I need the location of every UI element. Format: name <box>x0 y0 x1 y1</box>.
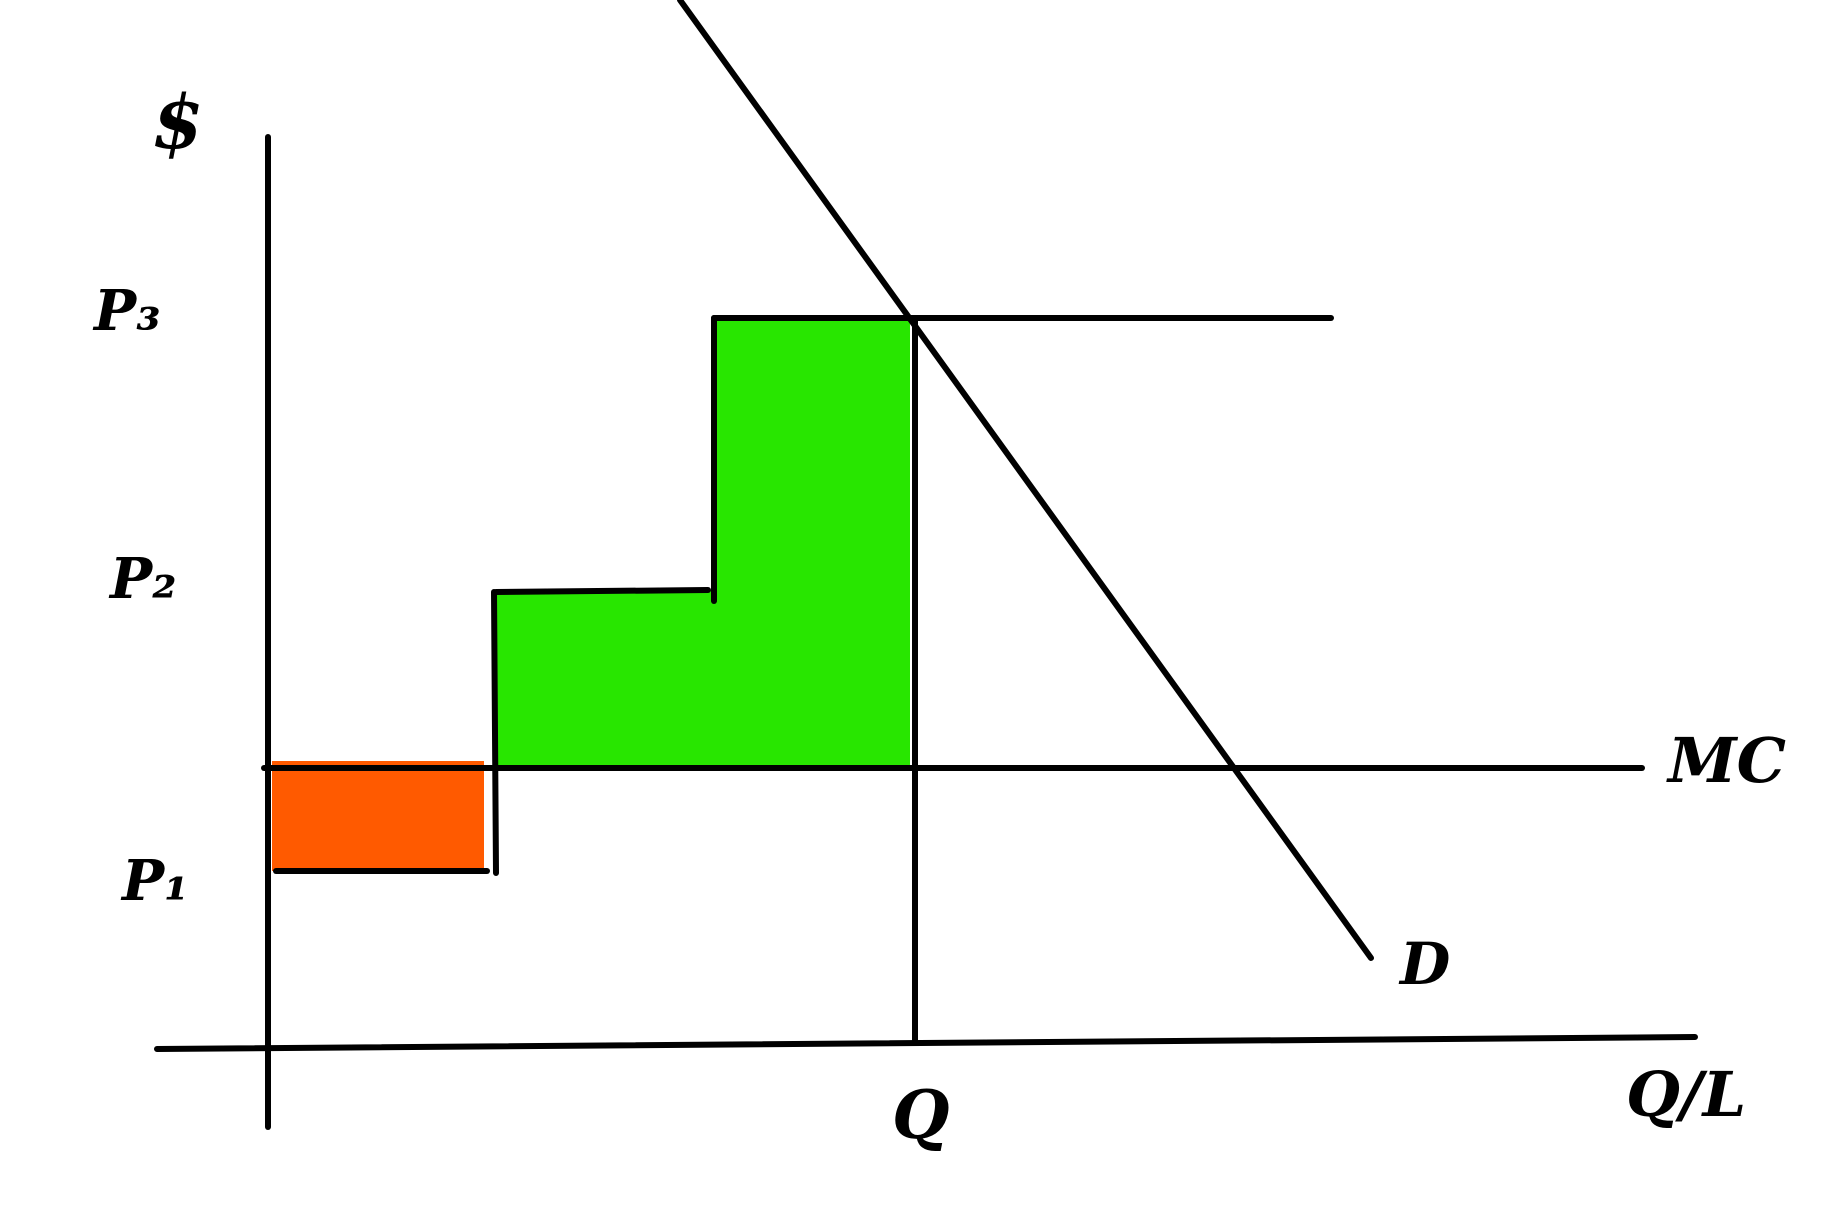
step-riser-1 <box>491 589 499 876</box>
quantity-label: Q <box>892 1076 950 1154</box>
y-axis-label: $ <box>152 80 204 166</box>
gain-area <box>494 316 910 768</box>
p3-label: P₃ <box>92 278 161 344</box>
x-axis-label: Q/L <box>1626 1058 1746 1131</box>
x-axis <box>154 1034 1698 1052</box>
p2-label: P₂ <box>108 546 177 612</box>
demand-label: D <box>1398 930 1450 998</box>
p1-label: P₁ <box>120 848 189 914</box>
loss-area <box>272 761 484 871</box>
p2-line <box>493 587 711 595</box>
mc-label: MC <box>1666 724 1786 797</box>
demand-line <box>677 0 1374 961</box>
